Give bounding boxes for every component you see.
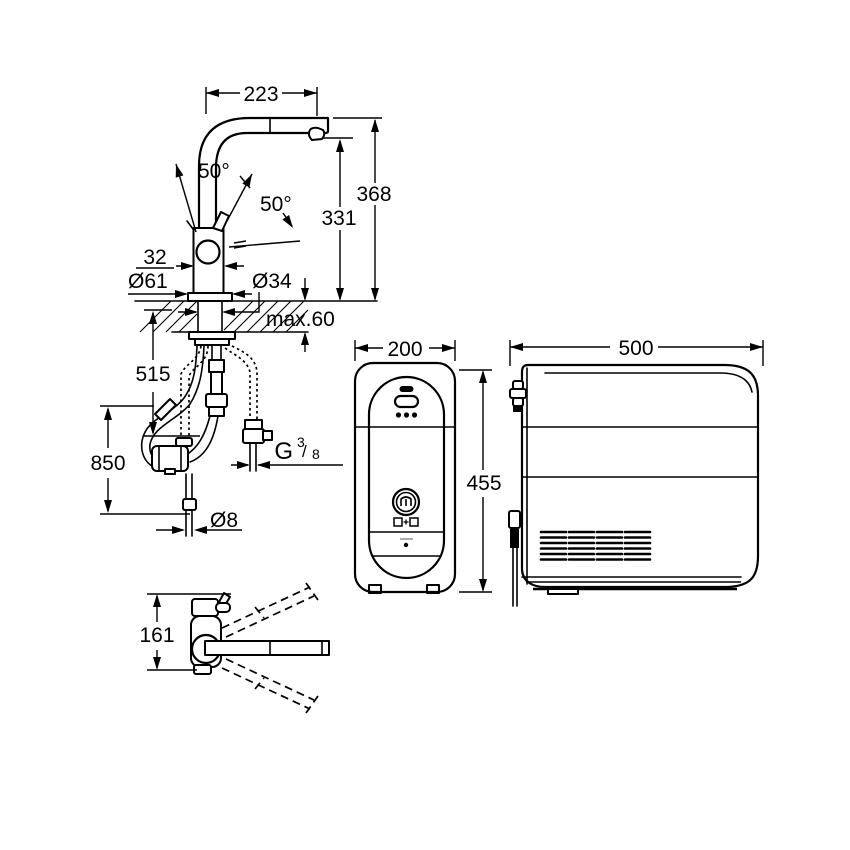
- dim-label: Ø34: [252, 270, 292, 293]
- status-pill-icon: [399, 386, 414, 392]
- dim-clearance-515: 515: [135, 309, 200, 437]
- cooler-side-view: 500: [508, 337, 764, 607]
- check-valve: [205, 345, 228, 417]
- dim-label: 368: [356, 183, 391, 206]
- front-housing: [353, 361, 457, 594]
- dim-label: max.60: [266, 308, 335, 331]
- dim-thread-g38: G 3 / 8: [231, 434, 343, 469]
- dim-max-counter: max.60: [266, 278, 335, 352]
- braided-hose-right: [224, 345, 258, 420]
- dim-base-diameter: Ø61: [128, 270, 252, 298]
- dim-outlet-height: 331: [321, 137, 357, 301]
- mounting-shank: [197, 300, 223, 333]
- dim-label: Ø8: [210, 509, 238, 532]
- angle-label: 50°: [198, 160, 230, 183]
- faucet-top-view: 161: [139, 582, 330, 714]
- side-foot: [547, 588, 579, 595]
- drop-icon: [400, 538, 413, 548]
- angle-fitting: [242, 419, 273, 472]
- side-panel-seams: [521, 426, 759, 478]
- dim-spout-reach: 223: [205, 83, 318, 116]
- braided-hose-left: [175, 345, 209, 447]
- thread-label-sup: 3: [297, 434, 305, 450]
- top-view-handle: [191, 592, 231, 617]
- handle-swing-annotation-left: 50°: [172, 160, 230, 233]
- side-housing: [520, 363, 760, 589]
- dim-side-depth: 500: [509, 337, 764, 366]
- angle-label: 50°: [260, 193, 292, 216]
- faucet-spout: [197, 116, 330, 234]
- carbonation-dial-icon: [391, 487, 421, 517]
- thread-label-sub: 8: [312, 446, 320, 462]
- dim-label: 455: [466, 472, 501, 495]
- dim-label: 515: [135, 363, 170, 386]
- dim-tube-diameter: Ø8: [156, 509, 242, 534]
- hose-tag: [154, 398, 177, 421]
- base-flange: [187, 292, 233, 302]
- small-tube: [182, 473, 197, 537]
- dim-label: 500: [618, 337, 653, 360]
- hose-counterweight: [151, 445, 189, 475]
- mounting-nut: [188, 331, 236, 346]
- front-panel: [367, 375, 446, 580]
- led-dots-icon: [395, 412, 418, 418]
- dim-label: Ø61: [128, 270, 168, 293]
- top-view-spout: [204, 640, 330, 656]
- dim-hose-850: 850: [90, 405, 190, 515]
- dim-total-height: 368: [333, 117, 392, 301]
- dim-body-width: 32: [136, 246, 244, 270]
- thread-label-slash: /: [302, 442, 307, 461]
- glass-plus-glass-icon: [393, 517, 419, 527]
- dim-161: 161: [139, 593, 231, 671]
- power-button-icon: [393, 394, 420, 409]
- dim-front-width: 200: [354, 338, 456, 361]
- dim-label: 161: [139, 624, 174, 647]
- dim-front-height: 455: [459, 369, 502, 593]
- mousseur: [307, 126, 326, 141]
- dim-label: 223: [243, 83, 278, 106]
- cooler-front-view: 200 455: [353, 338, 502, 594]
- dim-label: 32: [143, 246, 166, 269]
- dim-label: 850: [90, 452, 125, 475]
- dim-label: 331: [321, 207, 356, 230]
- water-inlet-fitting-icon: [509, 380, 527, 412]
- side-lid-seam: [544, 372, 753, 393]
- countertop-section: [134, 300, 378, 333]
- faucet-body: [186, 211, 233, 333]
- thread-label-g: G: [274, 438, 293, 465]
- handle-swing-annotation-right: 50°: [226, 172, 301, 249]
- body-cap: [195, 239, 221, 265]
- dim-label: 200: [387, 338, 422, 361]
- faucet-side-view: 50° 50°: [90, 83, 392, 537]
- top-view-body: [190, 615, 330, 675]
- vent-grille-icon: [539, 530, 652, 561]
- dim-hole-diameter: Ø34: [178, 270, 292, 316]
- power-plug-icon: [508, 510, 521, 607]
